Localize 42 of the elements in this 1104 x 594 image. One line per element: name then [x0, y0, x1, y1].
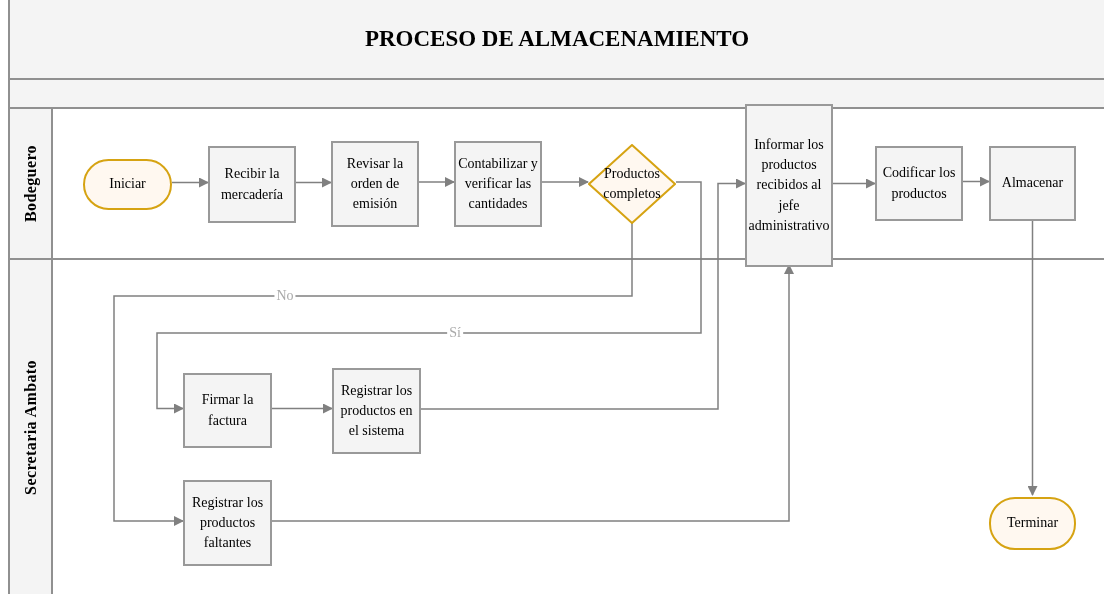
process-box: [183, 373, 272, 448]
edge-label: Sí: [447, 326, 463, 340]
step-text: Registrar los productos faltantes: [190, 493, 265, 553]
swimlane: [8, 258, 1104, 594]
step-text: Informar los productos recibidos al jefe administrativo: [748, 135, 830, 235]
edge-label: No: [274, 289, 296, 303]
process-box: [208, 146, 296, 223]
arrow: [171, 177, 209, 188]
arrow: [832, 178, 876, 189]
step-text: Firmar la factura: [200, 391, 255, 430]
decision-diamond: [588, 144, 676, 224]
step-text: Almacenar: [1001, 174, 1064, 193]
arrow: [271, 264, 794, 522]
process-box: [183, 480, 272, 566]
terminal-shape: [83, 159, 172, 210]
arrow: [156, 181, 702, 414]
process-box: [875, 146, 963, 221]
arrow: [418, 177, 455, 187]
step-text: Terminar: [1006, 514, 1059, 533]
process-box: [331, 141, 419, 227]
step-text: Registrar los productos en el sistema: [339, 381, 414, 441]
step-text: Recibir la mercadería: [219, 165, 285, 204]
terminal-shape: [989, 497, 1076, 550]
process-box: [745, 104, 833, 267]
step-text: Revisar la orden de emisión: [345, 154, 405, 214]
arrow: [1027, 218, 1038, 496]
arrow: [420, 178, 746, 410]
process-box: [332, 368, 421, 454]
step-text: Codificar los productos: [881, 164, 957, 203]
arrow: [113, 221, 633, 526]
arrow: [962, 176, 990, 187]
lane-label: Bodeguero: [20, 144, 40, 223]
lane-label: Secretaria Ambato: [20, 359, 40, 495]
step-text: Productos completos: [602, 164, 662, 203]
diagram-title: PROCESO DE ALMACENAMIENTO: [364, 24, 750, 53]
arrow: [541, 177, 589, 187]
step-text: Iniciar: [109, 175, 146, 194]
step-text: Contabilizar y verificar las cantidades: [458, 154, 538, 214]
process-box: [454, 141, 542, 227]
arrow: [295, 177, 332, 188]
process-box: [989, 146, 1076, 221]
arrow: [271, 403, 333, 414]
